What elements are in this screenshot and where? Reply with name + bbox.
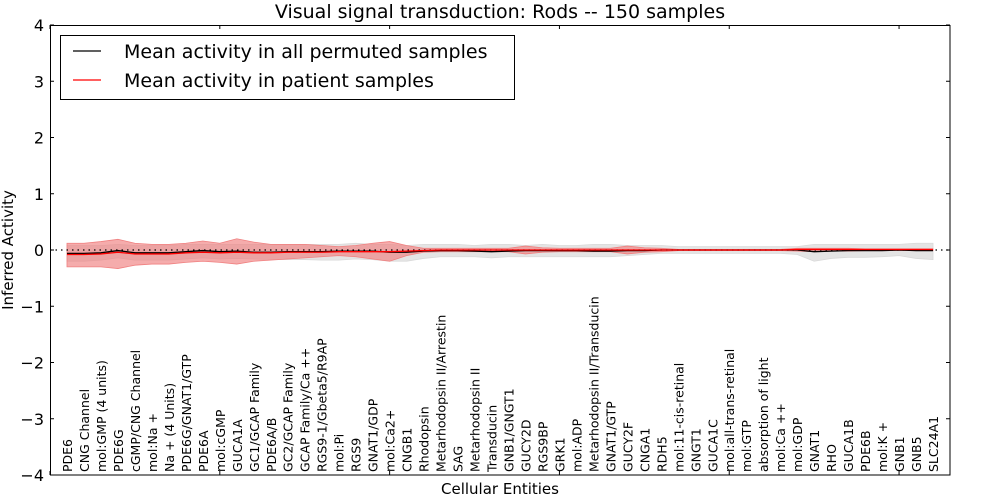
x-tick-label: GNB1 xyxy=(892,436,907,472)
x-tick-label: GRK1 xyxy=(552,437,567,472)
x-tick-label: RGS9-1/Gbeta5/R9AP xyxy=(315,338,330,472)
y-tick-label: −1 xyxy=(20,297,44,316)
x-tick-label: mol:cGMP xyxy=(213,409,228,472)
y-tick-label: 4 xyxy=(34,16,44,35)
x-tick-label: RDH5 xyxy=(654,436,669,472)
x-tick-label: CNGB1 xyxy=(400,428,415,472)
x-tick-label: GNAT1/GTP xyxy=(603,401,618,472)
y-tick-label: 1 xyxy=(34,185,44,204)
x-tick-label: CNGA1 xyxy=(637,428,652,472)
x-tick-label: PDE6B xyxy=(858,430,873,472)
x-tick-label: Na + (4 Units) xyxy=(162,383,177,472)
y-tick-label: 2 xyxy=(34,129,44,148)
x-tick-label: mol:11-cis-retinal xyxy=(671,363,686,472)
x-tick-label: GUCY2F xyxy=(620,422,635,472)
x-tick-label: GNAT1/GDP xyxy=(366,398,381,472)
x-tick-label: GUCA1C xyxy=(705,419,720,472)
x-tick-label: Metarhodopsin II/Arrestin xyxy=(434,315,449,472)
x-tick-label: GNB5 xyxy=(909,436,924,472)
x-tick-label: mol:ADP xyxy=(569,418,584,472)
x-tick-label: GNAT1 xyxy=(807,430,822,472)
x-tick-label: GUCA1A xyxy=(230,419,245,472)
x-tick-label: GNGT1 xyxy=(688,428,703,472)
line-series-1 xyxy=(66,248,934,256)
legend: Mean activity in all permuted samples Me… xyxy=(60,35,515,100)
y-tick-label: −2 xyxy=(20,354,44,373)
y-tick-label: 0 xyxy=(34,241,44,260)
x-tick-label: RGS9 xyxy=(349,438,364,472)
series-lines xyxy=(66,248,934,256)
y-tick-label: 3 xyxy=(34,72,44,91)
axis-ticks: −4 −3 −2 −1 0 1 2 3 4 xyxy=(20,16,950,485)
x-tick-label: mol:GMP (4 units) xyxy=(94,360,109,472)
x-tick-label: mol:Ca2+ xyxy=(383,410,398,472)
x-tick-label: PDE6 xyxy=(60,439,75,472)
x-tick-label: RHO xyxy=(824,444,839,472)
legend-label-permuted: Mean activity in all permuted samples xyxy=(124,41,487,63)
y-axis-label: Inferred Activity xyxy=(0,190,17,310)
x-tick-label: Transducin xyxy=(485,405,500,473)
x-tick-label: mol:all-trans-retinal xyxy=(722,349,737,472)
x-tick-label: GC2/GCAP Family xyxy=(281,362,296,472)
x-tick-label: mol:GDP xyxy=(790,417,805,472)
bands xyxy=(66,238,934,269)
x-tick-label: RGS9BP xyxy=(535,421,550,472)
x-tick-label: mol:K + xyxy=(875,422,890,472)
x-tick-label: mol:Na + xyxy=(145,413,160,472)
x-tick-label: SAG xyxy=(451,446,466,472)
y-tick-label: −3 xyxy=(20,410,44,429)
x-tick-label: PDE6G xyxy=(111,429,126,472)
legend-label-patient: Mean activity in patient samples xyxy=(124,70,434,92)
x-tick-label: PDE6A xyxy=(196,430,211,472)
x-tick-label: mol:Ca ++ xyxy=(773,403,788,472)
x-tick-label: Metarhodopsin II/Transducin xyxy=(586,296,601,472)
x-tick-label: PDE6G/GNAT1/GTP xyxy=(179,354,194,472)
x-tick-label: mol:Pi xyxy=(332,434,347,472)
x-tick-label: absorption of light xyxy=(756,357,771,472)
x-tick-label: Rhodopsin xyxy=(417,406,432,472)
x-tick-label: GUCY2D xyxy=(518,419,533,472)
x-tick-label: GC1/GCAP Family xyxy=(247,362,262,472)
chart-title: Visual signal transduction: Rods -- 150 … xyxy=(275,1,725,23)
x-tick-label: cGMP/CNG Channel xyxy=(128,350,143,472)
x-tick-label: mol:GTP xyxy=(739,420,754,472)
x-tick-label: GCAP Family/Ca ++ xyxy=(298,348,313,472)
x-tick-label: PDE6A/B xyxy=(264,418,279,472)
x-tick-label: SLC24A1 xyxy=(926,416,941,472)
legend-box xyxy=(60,35,515,100)
x-tick-label: CNG Channel xyxy=(77,389,92,472)
x-tick-label: GNB1/GNGT1 xyxy=(501,388,516,472)
x-tick-label: GUCA1B xyxy=(841,419,856,472)
x-tick-label: Metarhodopsin II xyxy=(468,368,483,472)
y-tick-label: −4 xyxy=(20,466,44,485)
x-axis-label: Cellular Entities xyxy=(441,480,559,498)
